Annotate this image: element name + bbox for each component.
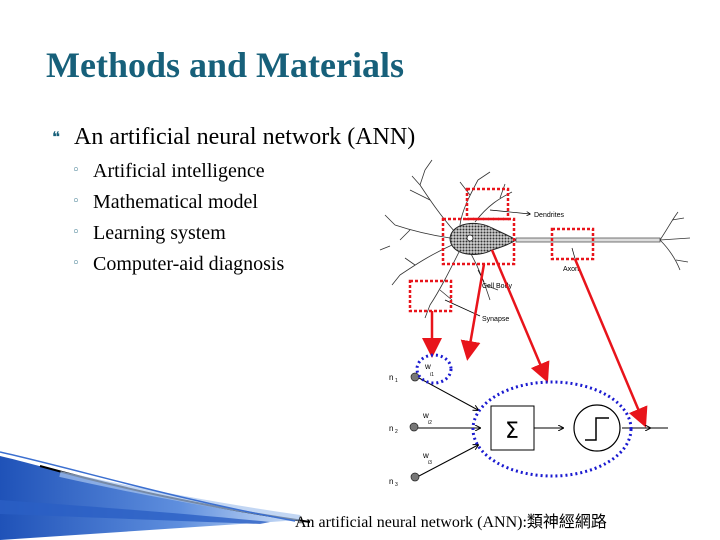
slide-title: Methods and Materials (46, 45, 404, 85)
input-subscript: 3 (395, 482, 398, 488)
weight-subscript: i3 (428, 460, 432, 466)
dendrites-drawing (379, 159, 513, 319)
synapse-label: Synapse (482, 316, 509, 323)
weight-subscript: i1 (430, 372, 434, 378)
weight-subscript: i2 (428, 420, 432, 426)
double-arrow-icon: ❝ (52, 128, 61, 146)
dendrites-label: Dendrites (534, 212, 564, 219)
summation-box (490, 405, 535, 451)
axon-label: Axon (563, 266, 579, 273)
ann-connections (418, 377, 668, 477)
main-bullet-text: An artificial neural network (ANN) (74, 124, 416, 150)
circle-icon: ◦ (72, 163, 80, 178)
axon-shape (515, 237, 661, 243)
sub-bullet-text: Artificial intelligence (93, 160, 265, 182)
activation-node (573, 404, 621, 452)
red-highlight-boxes (408, 187, 595, 313)
red-arrows (422, 249, 648, 428)
circle-icon: ◦ (72, 256, 80, 271)
input-subscript: 2 (395, 429, 398, 435)
ann-inputs (409, 372, 420, 482)
sigma-icon: Σ (505, 419, 519, 444)
cell-body-label: Cell Body (482, 283, 512, 290)
input-label: n (389, 373, 393, 382)
step-function-icon (585, 417, 609, 441)
weight-label: w (422, 411, 429, 420)
sub-bullet-text: Learning system (93, 222, 226, 244)
sub-bullet-text: Mathematical model (93, 191, 258, 213)
axon-terminals (659, 211, 691, 271)
weight-label: w (422, 451, 429, 460)
figure-caption: An artificial neural network (ANN):類神經網路 (295, 514, 607, 531)
weight-label: w (424, 362, 431, 371)
sub-bullet-text: Computer-aid diagnosis (93, 253, 285, 275)
input-label: n (389, 477, 393, 486)
cell-body-shape (449, 222, 517, 255)
blue-highlight-ellipses (415, 353, 633, 478)
input-subscript: 1 (395, 378, 398, 384)
circle-icon: ◦ (72, 225, 80, 240)
circle-icon: ◦ (72, 194, 80, 209)
input-label: n (389, 424, 393, 433)
